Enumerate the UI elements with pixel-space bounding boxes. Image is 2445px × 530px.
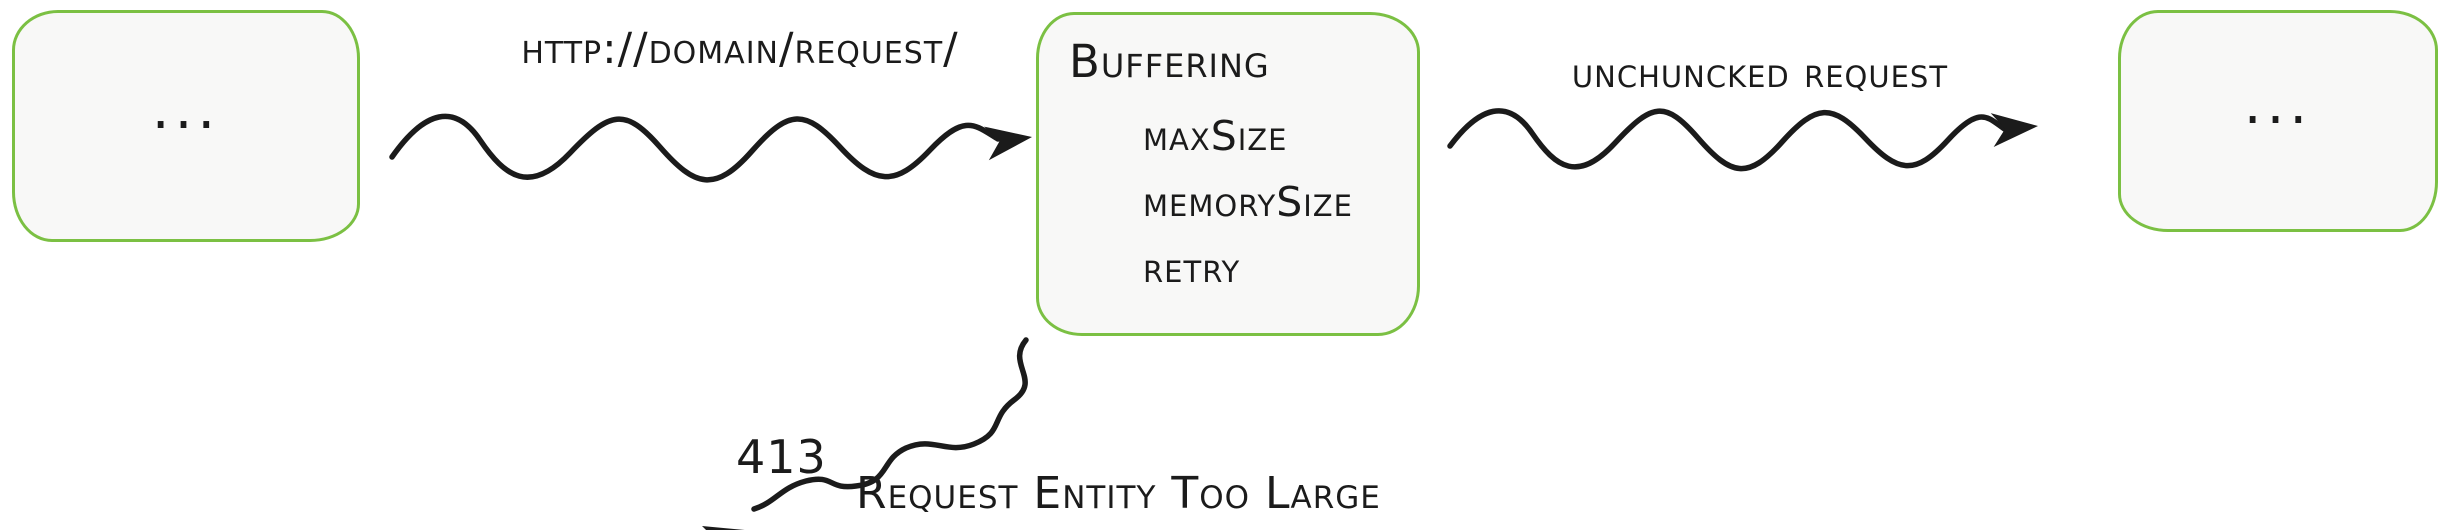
error-code-label: 413 bbox=[736, 430, 827, 484]
unchunked-arrowhead bbox=[1990, 113, 2038, 147]
node-left-label: ... bbox=[151, 76, 221, 142]
buffering-item: maxSize bbox=[1143, 112, 1288, 160]
buffering-item: memorySize bbox=[1143, 178, 1353, 226]
error-arrowhead bbox=[702, 526, 747, 530]
unchunked-arrow bbox=[1447, 108, 2038, 172]
node-buffering-content: Buffering maxSize memorySize retry bbox=[1039, 15, 1417, 301]
request-arrow-line bbox=[389, 113, 1001, 183]
node-right: ... bbox=[2118, 10, 2438, 232]
buffering-title: Buffering bbox=[1069, 35, 1270, 88]
request-arrowhead bbox=[984, 126, 1032, 161]
request-arrow bbox=[389, 113, 1032, 183]
request-url-label: http://domain/request/ bbox=[521, 24, 959, 74]
node-buffering: Buffering maxSize memorySize retry bbox=[1036, 12, 1420, 336]
unchunked-arrow-line bbox=[1447, 108, 2009, 172]
node-right-label: ... bbox=[2243, 71, 2313, 137]
buffering-item: retry bbox=[1143, 244, 1241, 292]
error-text-label: Request Entity Too Large bbox=[856, 468, 1381, 519]
unchunked-request-label: unchuncked request bbox=[1571, 48, 1949, 97]
node-left: ... bbox=[12, 10, 360, 242]
